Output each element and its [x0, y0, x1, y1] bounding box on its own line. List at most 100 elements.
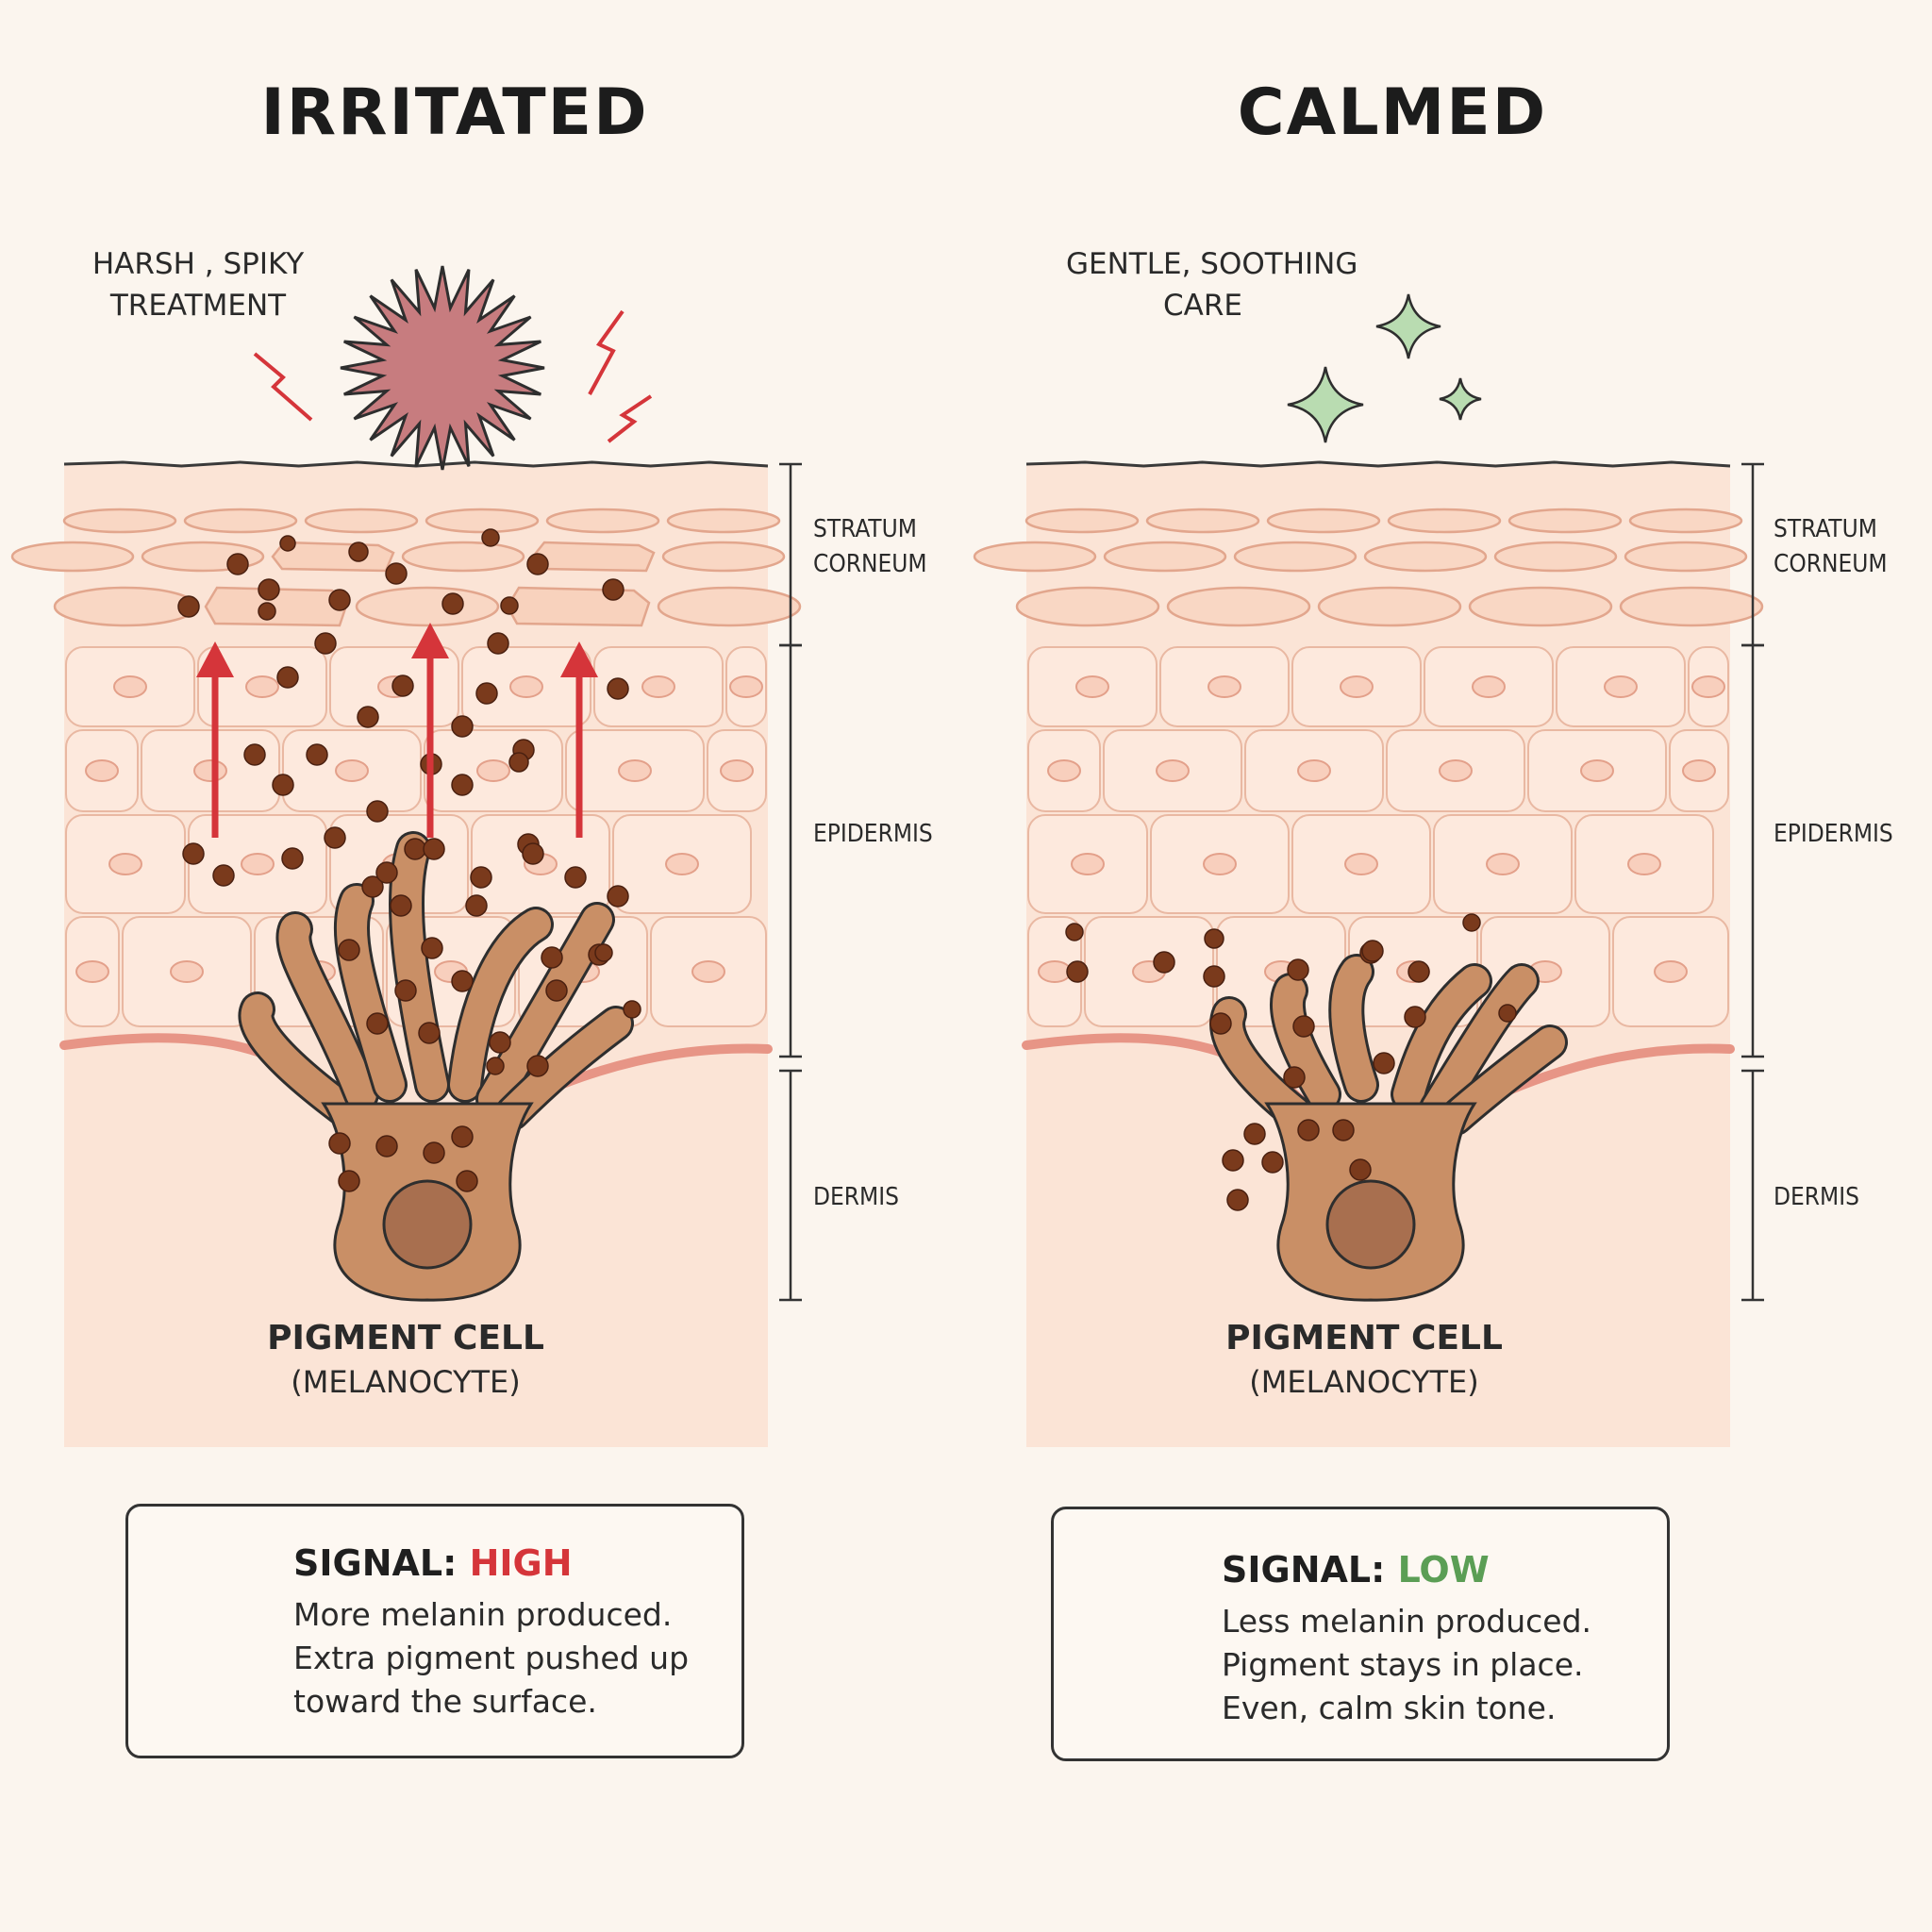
melanin-granule: [602, 578, 625, 601]
melanin-granule: [607, 677, 629, 700]
cell-nucleus: [1208, 675, 1241, 698]
calmed-cell-title: PIGMENT CELL: [1225, 1319, 1503, 1357]
cell-nucleus: [1691, 675, 1725, 698]
melanin-granule: [404, 838, 426, 860]
corneum-cell: [1024, 508, 1140, 534]
melanin-granule: [465, 894, 488, 917]
melanin-granule: [338, 1170, 360, 1192]
epidermis-cells: [1027, 646, 1729, 1027]
melanin-granule: [385, 562, 408, 585]
melanin-granule: [451, 774, 474, 796]
melanin-granule: [1066, 960, 1089, 983]
cell-nucleus: [509, 675, 543, 698]
melanin-granule: [475, 682, 498, 705]
melanin-granule: [594, 943, 613, 962]
melanin-granule: [541, 946, 563, 969]
melanin-granule: [1361, 940, 1384, 962]
lightning-icon: [253, 352, 313, 422]
signal-level-low: LOW: [1397, 1549, 1490, 1591]
melanin-granule: [423, 1141, 445, 1164]
lightning-icon: [607, 394, 653, 443]
melanin-granule: [1407, 960, 1430, 983]
dendrite: [278, 914, 376, 1109]
irritated-dermis-label: DERMIS: [813, 1183, 899, 1211]
melanin-granule: [1287, 958, 1309, 981]
corneum-cell-cracked: [531, 541, 656, 573]
corneum-cell: [666, 508, 781, 534]
corneum-cell: [1317, 586, 1462, 627]
melanin-granule: [456, 1170, 478, 1192]
cell-nucleus: [476, 759, 510, 782]
cell-nucleus: [1682, 759, 1716, 782]
signal-low-box: SIGNAL: LOW Less melanin produced. Pigme…: [1051, 1507, 1670, 1761]
cell-nucleus: [1038, 960, 1072, 983]
melanin-granule: [500, 596, 519, 615]
cell-nucleus: [1071, 853, 1105, 875]
irritated-epidermis-label: EPIDERMIS: [813, 820, 933, 848]
melanin-granule: [1283, 1066, 1306, 1089]
cell-nucleus: [1580, 759, 1614, 782]
spiky-starburst-icon: [340, 265, 545, 471]
corneum-cell: [62, 508, 177, 534]
calmed-panel: [973, 460, 1764, 1447]
melanin-granule: [1204, 928, 1224, 949]
melanin-granule: [324, 826, 346, 849]
cell-nucleus: [691, 960, 725, 983]
melanin-granule: [489, 1031, 511, 1054]
melanin-granule: [1349, 1158, 1372, 1181]
melanin-granule: [451, 1125, 474, 1148]
cell-nucleus: [170, 960, 204, 983]
corneum-cell: [401, 541, 525, 573]
irritated-panel: [10, 460, 802, 1447]
melanin-granules: [1065, 913, 1517, 1211]
melanin-granule: [508, 752, 529, 773]
cell-nucleus: [1156, 759, 1190, 782]
corneum-cell: [425, 508, 540, 534]
corneum-cell: [355, 586, 500, 627]
corneum-cell-cracked: [506, 586, 651, 627]
corneum-cell: [1233, 541, 1357, 573]
harsh-treatment-line-2: TREATMENT: [109, 289, 287, 323]
melanin-granule: [423, 838, 445, 860]
cell-nucleus: [1075, 675, 1109, 698]
melanin-granule: [481, 528, 500, 547]
signal-low-line-2: Pigment stays in place.: [1222, 1646, 1584, 1683]
cell-nucleus: [1344, 853, 1378, 875]
melanin-granule: [441, 592, 464, 615]
signal-low-heading: SIGNAL: LOW: [1222, 1549, 1490, 1591]
cell-nucleus: [1604, 675, 1638, 698]
melanin-granule: [607, 885, 629, 908]
melanin-granule: [1462, 913, 1481, 932]
signal-high-box: SIGNAL: HIGH More melanin produced. Extr…: [125, 1504, 744, 1758]
corneum-cell: [10, 541, 135, 573]
melanin-granule: [1292, 1015, 1315, 1038]
corneum-cell: [1145, 508, 1260, 534]
dendrite: [336, 886, 405, 1100]
corneum-cell: [1015, 586, 1160, 627]
melanin-granule: [272, 774, 294, 796]
corneum-cell: [657, 586, 802, 627]
corneum-cell: [545, 508, 660, 534]
melanin-granules: [177, 528, 641, 1192]
upward-arrows: [196, 623, 598, 838]
melanin-granule: [451, 715, 474, 738]
melanin-granule: [314, 632, 337, 655]
signal-prefix: SIGNAL:: [293, 1542, 458, 1584]
corneum-cell: [1493, 541, 1618, 573]
calmed-cell-subtitle: (MELANOCYTE): [1249, 1364, 1479, 1400]
skin-surface-line: [1025, 460, 1731, 468]
melanin-granule: [394, 979, 417, 1002]
calmed-dermis-label: DERMIS: [1774, 1183, 1859, 1211]
irritated-stratum-label: STRATUM CORNEUM: [813, 512, 927, 582]
melanin-granule: [1203, 965, 1225, 988]
signal-prefix: SIGNAL:: [1222, 1549, 1386, 1591]
cell-nucleus: [1654, 960, 1688, 983]
melanin-granule: [1209, 1012, 1232, 1035]
cell-nucleus: [1472, 675, 1506, 698]
melanocyte-nucleus: [382, 1179, 473, 1270]
melanin-granule: [212, 864, 235, 887]
cell-nucleus: [1627, 853, 1661, 875]
cell-nucleus: [665, 853, 699, 875]
melanin-granule: [338, 939, 360, 961]
melanin-granule: [226, 553, 249, 575]
